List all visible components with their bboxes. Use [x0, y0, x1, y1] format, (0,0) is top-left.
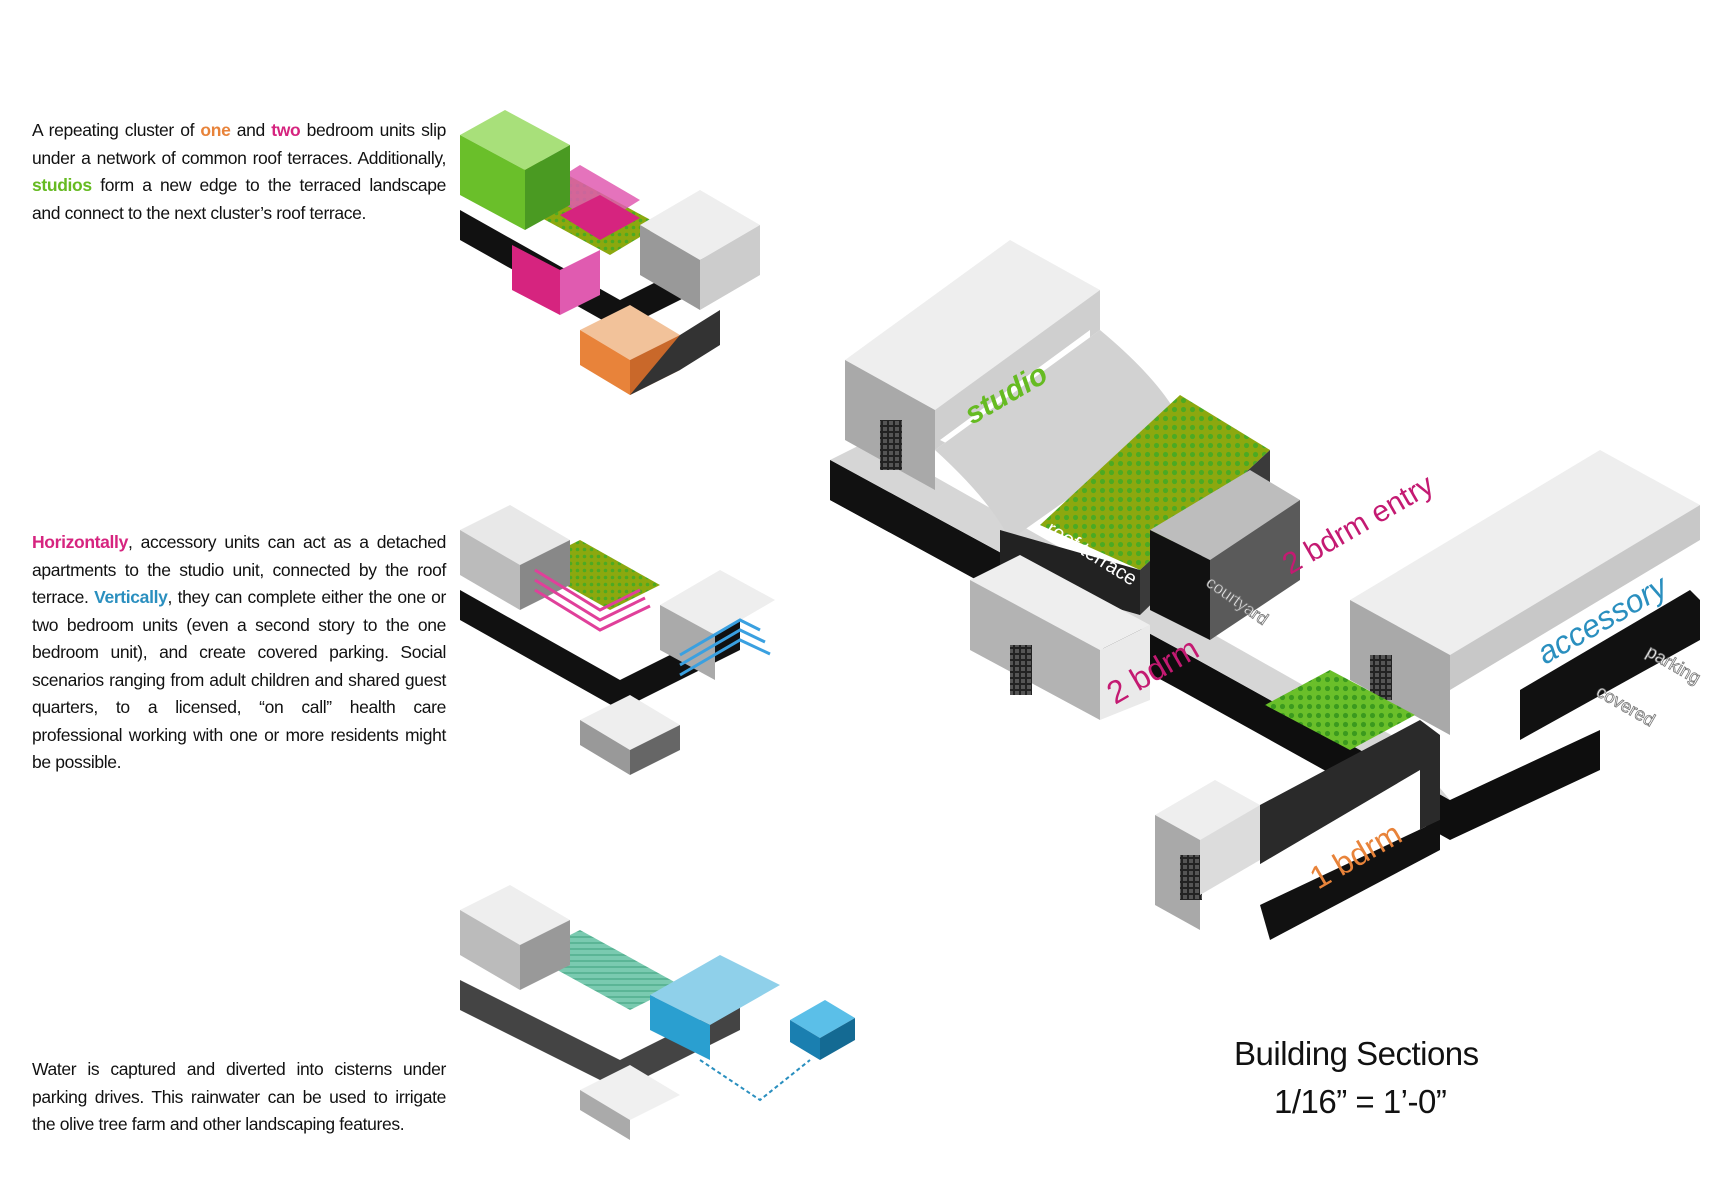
text-fragment: Water is captured and diverted into cist… — [32, 1059, 446, 1134]
studios-highlight: studios — [32, 175, 92, 195]
two-bedroom-highlight: two — [271, 120, 301, 140]
window-icon — [1010, 645, 1032, 695]
accessory-description: Horizontally, accessory units can act as… — [32, 529, 446, 777]
axon-accessory-diagram — [460, 505, 775, 775]
text-fragment: form a new edge to the terraced landscap… — [32, 175, 446, 223]
text-fragment: and — [230, 120, 272, 140]
horizontally-highlight: Horizontally — [32, 532, 128, 552]
vertically-highlight: Vertically — [94, 587, 168, 607]
one-bedroom-highlight: one — [200, 120, 231, 140]
text-fragment: , accessory units can act as a detached … — [32, 532, 446, 607]
axon-water-diagram — [460, 885, 855, 1140]
text-fragment: bedroom units slip under a network of co… — [32, 120, 446, 168]
water-description: Water is captured and diverted into cist… — [32, 1056, 446, 1139]
window-icon — [880, 420, 902, 470]
text-fragment: , they can complete either the one or tw… — [32, 587, 447, 772]
window-icon — [1180, 855, 1202, 900]
text-fragment: A repeating cluster of — [32, 120, 201, 140]
window-icon — [1370, 655, 1392, 700]
label-covered: covered — [1593, 681, 1658, 730]
cluster-description: A repeating cluster of one and two bedro… — [32, 117, 446, 227]
title-building-sections: Building Sections — [1234, 1035, 1479, 1072]
axon-cluster-diagram — [460, 110, 760, 395]
building-section-axon — [830, 240, 1700, 940]
title-scale: 1/16” = 1’-0” — [1274, 1083, 1447, 1120]
